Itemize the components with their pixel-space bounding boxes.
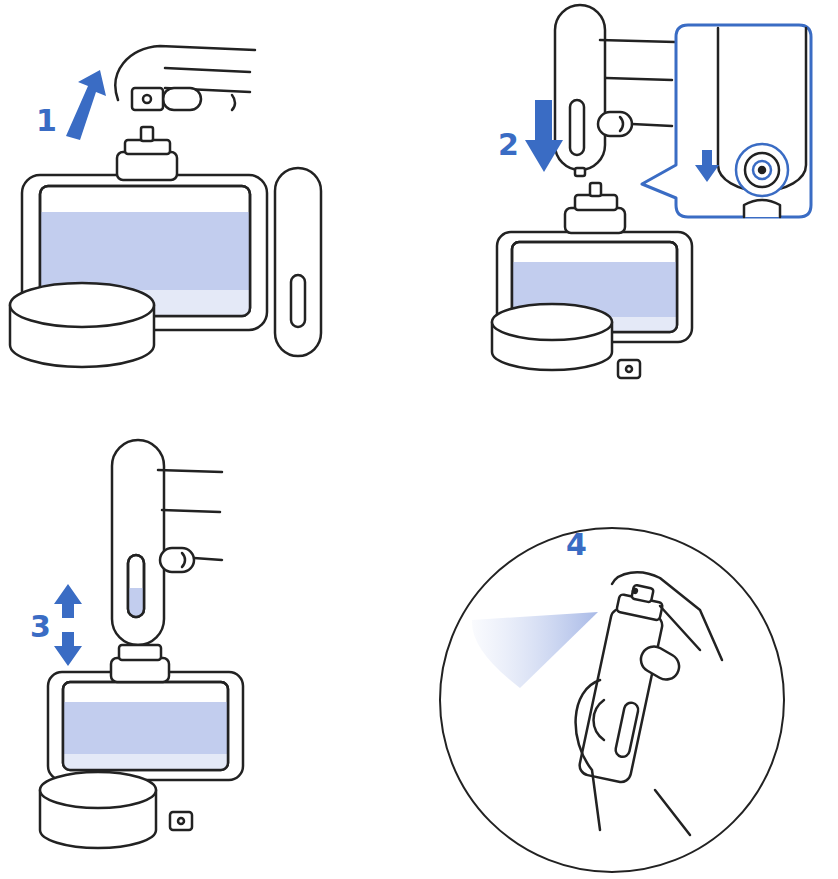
atomizer bbox=[275, 168, 321, 356]
atomizer bbox=[112, 440, 164, 645]
step-number: 2 bbox=[498, 130, 519, 160]
hand bbox=[598, 40, 675, 136]
atomizer bbox=[578, 581, 670, 784]
detail-callout bbox=[642, 25, 811, 217]
bottle-lid bbox=[492, 304, 612, 370]
bottle-lid bbox=[10, 283, 154, 367]
mist bbox=[472, 612, 598, 688]
panel-circle bbox=[440, 528, 784, 872]
spray-cap bbox=[618, 360, 640, 378]
perfume-bottle bbox=[48, 645, 243, 780]
bottle-lid bbox=[40, 772, 156, 848]
atomizer bbox=[555, 5, 605, 176]
pump-arrow bbox=[54, 584, 82, 666]
hand bbox=[115, 46, 255, 110]
step-number: 1 bbox=[36, 106, 57, 136]
spray-cap bbox=[170, 812, 192, 830]
press-arrow bbox=[525, 100, 563, 172]
step-number: 3 bbox=[30, 612, 51, 642]
hand bbox=[158, 470, 222, 572]
hand bbox=[576, 572, 722, 835]
step-number: 4 bbox=[566, 530, 587, 560]
lift-arrow bbox=[66, 70, 106, 140]
